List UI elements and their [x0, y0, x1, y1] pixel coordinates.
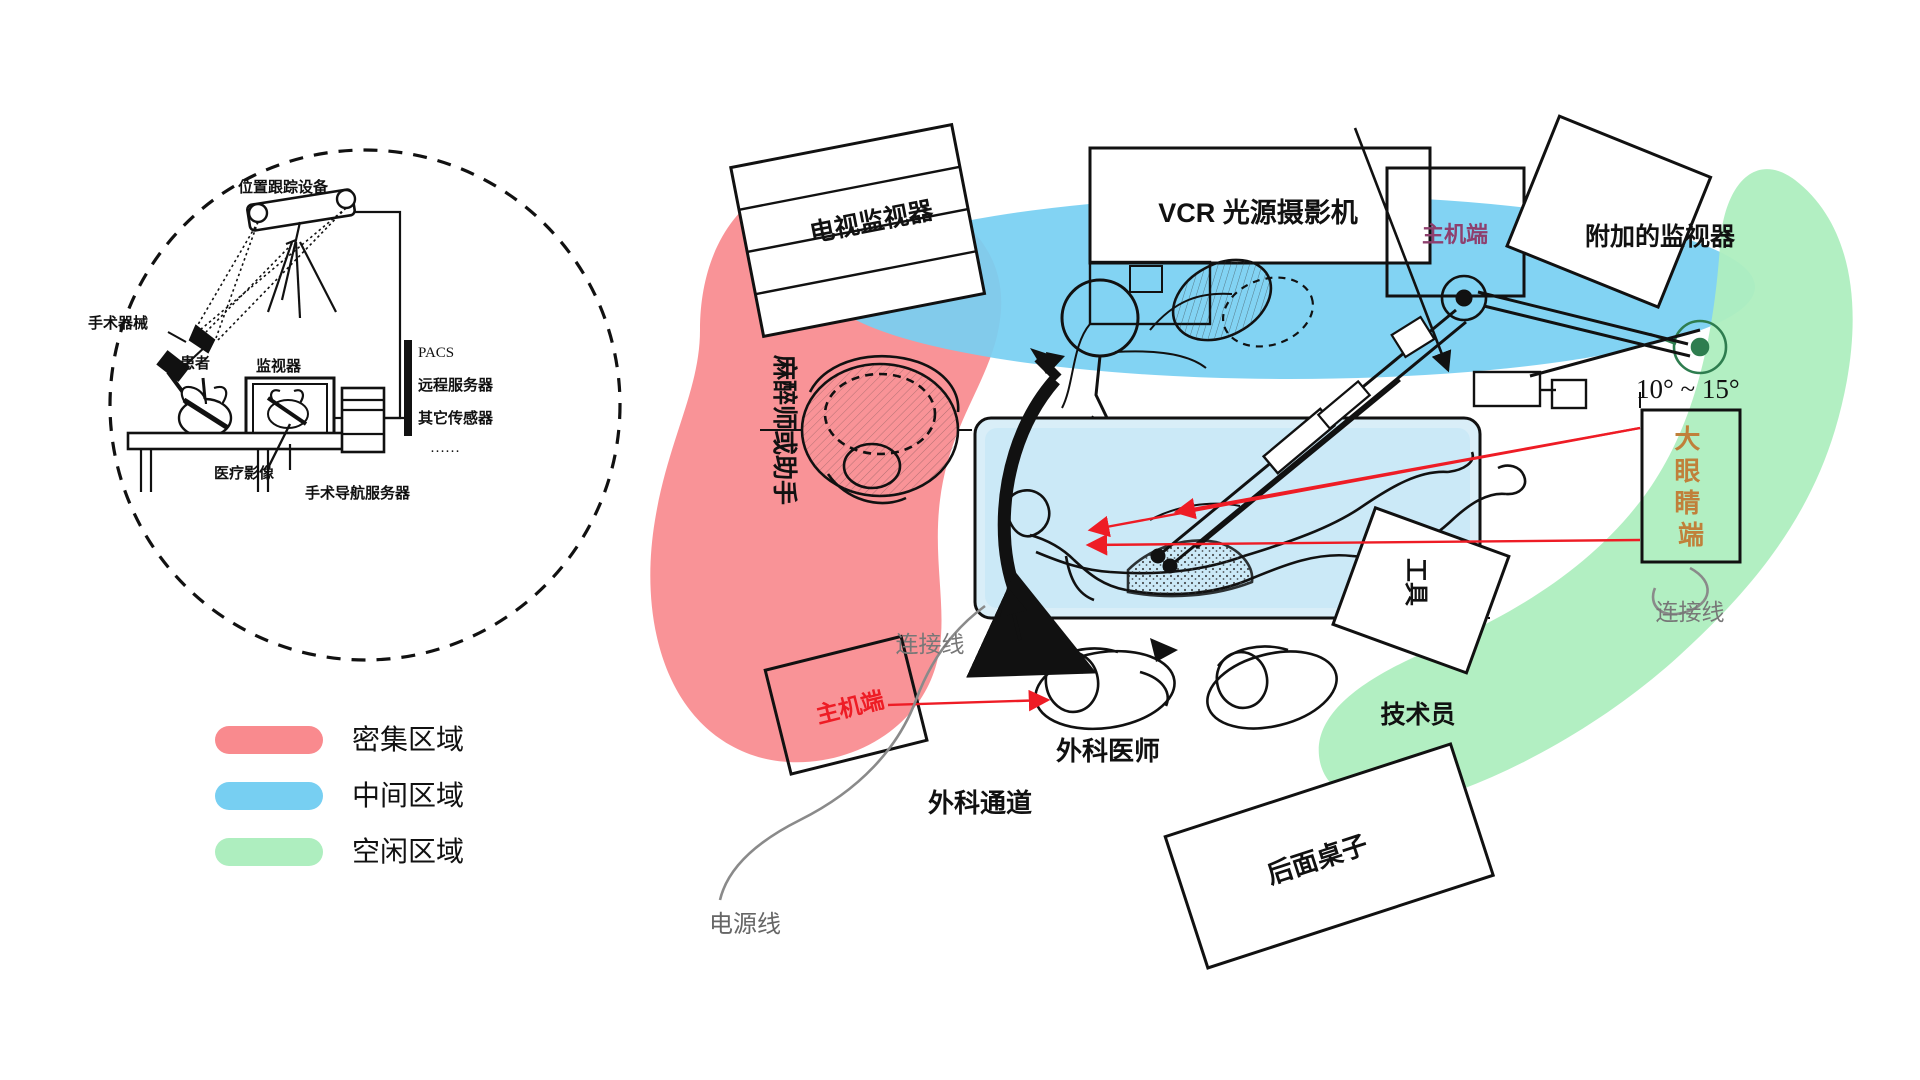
tracker-device-shape [246, 188, 357, 319]
label-extra-monitor: 附加的监视器 [1585, 222, 1736, 251]
scope-rods [1477, 290, 1701, 378]
label-surgical-corridor: 外科通道 [928, 788, 1032, 818]
tracked-instrument-shape [156, 324, 216, 412]
workflow-arrow-head-right [1150, 638, 1178, 662]
cable-lines [718, 566, 1709, 901]
tv-monitor-shape [729, 122, 987, 339]
label-instrument-table: 工具 [1402, 558, 1429, 606]
anesthesia-machine [760, 354, 972, 505]
inset-label-monitor: 监视器 [256, 357, 302, 375]
or-labels: 电视监视器 VCR 光源摄影机 主机端 附加的监视器 麻醉师或助手 主机端 连接… [709, 196, 1740, 938]
label-surgeon: 外科医师 [1056, 736, 1160, 766]
medical-image-pointer [266, 423, 292, 469]
inset-label-ellipsis: …… [430, 440, 460, 456]
label-technician: 技术员 [1380, 701, 1455, 729]
workflow-arrow-thin-up [1000, 586, 1028, 641]
patient-vertebra-shape [177, 377, 233, 439]
legend-swatch-2 [215, 838, 323, 866]
inset-label-pacs: PACS [418, 345, 454, 361]
inset-label-navigation-server: 手术导航服务器 [305, 484, 411, 502]
eye-end-box-shape [1640, 408, 1742, 564]
label-connect-line-right: 连接线 [1656, 599, 1725, 625]
inset-label-patient: 患者 [180, 354, 210, 372]
legend-swatch-1 [215, 782, 323, 810]
inset-label-tracker: 位置跟踪设备 [238, 178, 329, 196]
instrument-table-shape [1331, 505, 1511, 675]
vcr-box-shape [1088, 146, 1432, 265]
label-eye-end: 大 眼 睛 端 [1674, 424, 1707, 550]
legend-swatch-0 [215, 726, 323, 754]
vcr-pointer-arrow [1353, 127, 1452, 373]
laparoscopic-instruments [1150, 274, 1488, 574]
host-left-box-shape [763, 634, 929, 776]
legend-label-0: 密集区域 [352, 724, 464, 755]
label-angle-range: 10° ~ 15° [1636, 374, 1740, 404]
inset-label-instrument: 手术器械 [88, 314, 148, 332]
label-power-cord: 电源线 [709, 911, 781, 938]
label-eye-end-group: 大 眼 睛 端 [1674, 424, 1707, 550]
label-connect-line-left: 连接线 [896, 631, 965, 657]
inset-connections [288, 210, 408, 470]
label-host-top: 主机端 [1422, 222, 1488, 247]
assistant-figure [1206, 645, 1338, 730]
legend-label-2: 空闲区域 [352, 836, 464, 867]
navigation-server-shape [340, 386, 386, 454]
extra-monitor-shape [1505, 114, 1713, 310]
tracking-rays [195, 207, 347, 341]
label-vcr-camera: VCR 光源摄影机 [1158, 198, 1358, 228]
workflow-arrow-head-up [1030, 348, 1060, 374]
inset-group: 位置跟踪设备 手术器械 患者 监视器 医疗影像 手术导航服务器 PACS 远程服… [88, 148, 622, 662]
label-anesthetist: 麻醉师或助手 [770, 354, 799, 505]
legend-label-1: 中间区域 [352, 780, 464, 811]
instrument-label-pointer [167, 331, 187, 343]
inset-label-medical-image: 医疗影像 [214, 464, 275, 482]
back-table-shape [1163, 742, 1496, 970]
inset-label-remote-server: 远程服务器 [418, 376, 494, 394]
inset-label-other-sensors: 其它传感器 [418, 409, 494, 427]
or-line-art [729, 114, 1742, 970]
camera-head-cluster [1060, 258, 1315, 421]
pacs-bar-shape [404, 340, 412, 436]
legend-group: 密集区域 中间区域 空闲区域 [215, 724, 464, 867]
